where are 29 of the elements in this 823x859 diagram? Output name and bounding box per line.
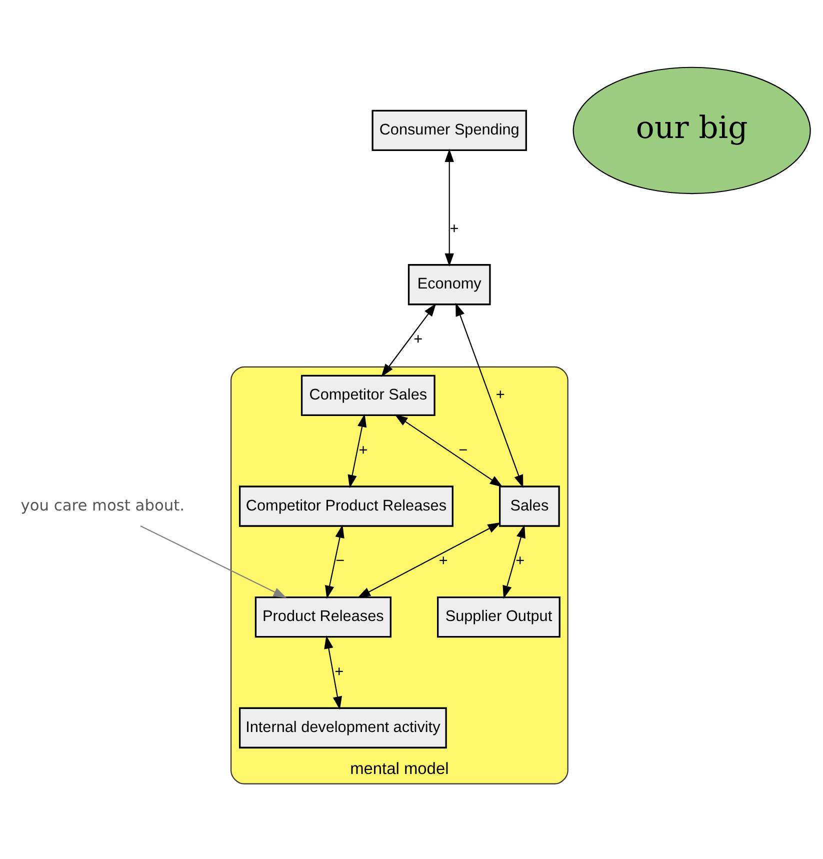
edge-label: + (438, 552, 448, 570)
node-box: Sales (499, 485, 560, 526)
node-box: Economy (408, 264, 491, 305)
edge-label: + (414, 330, 423, 348)
arrow (357, 522, 501, 598)
node-box: Internal development activity (238, 706, 447, 748)
edge-label: + (516, 552, 525, 570)
arrow (444, 148, 454, 266)
node-box: Competitor Sales (300, 374, 436, 416)
edge-label: + (334, 663, 344, 680)
node-box: Consumer Spending (372, 109, 527, 151)
edge-label: − (458, 441, 468, 458)
node-box: Supplier Output (437, 596, 560, 638)
arrow (140, 525, 287, 598)
edge-label: − (336, 552, 345, 570)
arrow (348, 413, 367, 488)
node-box: Competitor Product Releases (238, 485, 454, 526)
arrow (325, 524, 344, 598)
arrow (381, 302, 436, 376)
arrow (394, 414, 503, 487)
arrow (456, 302, 524, 488)
edge-label: + (358, 441, 368, 458)
edge-label: + (450, 220, 459, 237)
node-ellipse: our big (572, 66, 811, 194)
node-box: Product Releases (254, 596, 392, 638)
node-text: you care most about. (20, 496, 185, 514)
edge-label: + (496, 386, 505, 403)
arrow (502, 524, 526, 598)
arrow (324, 634, 342, 710)
